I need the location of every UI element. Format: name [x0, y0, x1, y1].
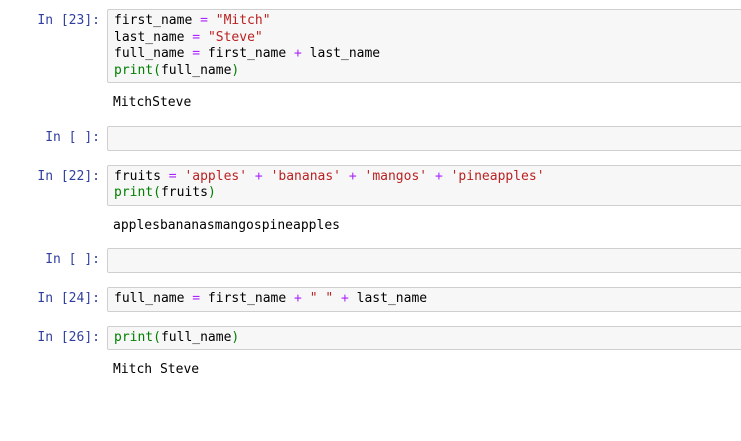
code-token-op: +	[341, 291, 349, 306]
code-line: fruits = 'apples' + 'bananas' + 'mangos'…	[114, 169, 741, 186]
code-token-plain	[357, 169, 365, 184]
cell-input-cell-4[interactable]	[107, 248, 741, 273]
code-token-bi: print	[114, 185, 154, 200]
notebook-cell[interactable]: In [23]:first_name = "Mitch"last_name = …	[0, 9, 741, 83]
notebook-cell[interactable]: In [22]: fruits = 'apples' + 'bananas' + …	[0, 164, 741, 206]
code-token-plain: first_name	[200, 291, 295, 306]
code-token-op: +	[294, 291, 302, 306]
code-token-plain	[341, 169, 349, 184]
code-token-bi: )	[207, 185, 216, 200]
cell-prompt-cell-1: In [23]:	[37, 13, 100, 28]
output-gap	[0, 83, 741, 95]
notebook-cell[interactable]: In [ ]:	[0, 248, 741, 273]
cell-prompt-cell-3: In [22]:	[37, 168, 100, 184]
cell-prompt-cell-6: In [26]:	[37, 329, 100, 345]
code-token-plain	[263, 169, 271, 184]
code-token-plain: fruits	[114, 168, 169, 184]
code-token-plain: first_name	[114, 13, 201, 28]
code-token-op: +	[254, 168, 263, 184]
code-token-bi: (	[153, 329, 161, 345]
code-token-plain	[302, 291, 310, 306]
cell-output-cell-1: MitchSteve	[0, 95, 741, 112]
code-token-plain: last_name	[301, 46, 381, 61]
code-line: full_name = first_name + last_name	[114, 46, 741, 63]
code-token-op: +	[294, 46, 302, 61]
code-token-op: =	[192, 29, 201, 45]
code-token-plain: fruits	[160, 185, 208, 200]
code-token-op: =	[192, 46, 201, 61]
code-token-op: =	[200, 13, 208, 28]
code-token-plain	[427, 169, 435, 184]
code-token-op: +	[434, 168, 443, 184]
cell-prompt-cell-4: In [ ]:	[45, 252, 100, 267]
cell-prompt-cell-5: In [24]:	[37, 291, 100, 306]
code-token-plain: full_name	[160, 329, 232, 345]
output-gap	[0, 350, 741, 362]
cell-input-cell-1[interactable]: first_name = "Mitch"last_name = "Steve"f…	[107, 9, 741, 83]
output-gap	[0, 206, 741, 218]
cell-input-cell-2[interactable]	[107, 125, 741, 151]
code-line: print(full_name)	[114, 63, 741, 80]
code-token-bi: (	[153, 185, 161, 200]
code-token-op: +	[348, 168, 357, 184]
code-token-str: "Steve"	[207, 29, 263, 45]
code-token-op: =	[168, 168, 177, 184]
cell-output-cell-3: applesbananasmangospineapples	[0, 218, 741, 235]
code-token-plain	[443, 169, 451, 184]
cell-input-cell-3[interactable]: fruits = 'apples' + 'bananas' + 'mangos'…	[107, 164, 741, 206]
code-token-plain: last_name	[114, 29, 193, 45]
code-token-bi: print	[114, 329, 154, 345]
notebook-cell[interactable]: In [ ]:	[0, 125, 741, 151]
cell-spacer	[0, 312, 741, 326]
code-token-plain	[200, 30, 208, 45]
code-token-str: 'pineapples'	[450, 168, 545, 184]
code-line: print(full_name)	[114, 330, 741, 347]
cell-prompt-cell-2: In [ ]:	[45, 129, 100, 145]
notebook-cell[interactable]: In [24]: full_name = first_name + " " + l…	[0, 287, 741, 312]
code-token-bi: )	[231, 329, 240, 345]
code-token-plain	[333, 291, 341, 306]
code-token-str: 'apples'	[184, 168, 248, 184]
cell-spacer	[0, 273, 741, 287]
code-line: full_name = first_name + " " + last_name	[114, 291, 741, 308]
output-text: MitchSteve	[113, 95, 192, 110]
cell-spacer	[0, 112, 741, 126]
code-token-op: =	[192, 291, 201, 306]
code-token-str: 'bananas'	[270, 168, 342, 184]
code-token-plain	[247, 169, 255, 184]
code-token-str: "Mitch"	[215, 13, 271, 28]
code-token-plain: full_name	[160, 62, 232, 78]
code-token-bi: )	[231, 62, 240, 78]
code-token-str: 'mangos'	[364, 168, 428, 184]
code-line: last_name = "Steve"	[114, 30, 741, 47]
code-token-plain: full_name	[114, 46, 193, 61]
cell-output-cell-6: Mitch Steve	[0, 362, 741, 379]
cell-spacer	[0, 234, 741, 248]
cell-input-cell-5[interactable]: full_name = first_name + " " + last_name	[107, 287, 741, 312]
code-token-bi: print	[114, 62, 154, 78]
output-text: applesbananasmangospineapples	[113, 217, 340, 233]
code-token-bi: (	[153, 62, 161, 78]
code-line: print(fruits)	[114, 185, 741, 202]
output-text: Mitch Steve	[113, 362, 200, 377]
code-token-plain: first_name	[200, 46, 295, 61]
notebook-container: In [23]:first_name = "Mitch"last_name = …	[0, 9, 741, 379]
code-line: first_name = "Mitch"	[114, 13, 741, 30]
cell-input-cell-6[interactable]: print(full_name)	[107, 325, 741, 350]
code-token-plain: last_name	[348, 291, 428, 306]
code-token-plain: full_name	[114, 291, 193, 306]
cell-spacer	[0, 151, 741, 165]
notebook-cell[interactable]: In [26]: print(full_name)	[0, 325, 741, 350]
code-token-plain	[208, 13, 216, 28]
code-token-str: " "	[309, 291, 334, 306]
